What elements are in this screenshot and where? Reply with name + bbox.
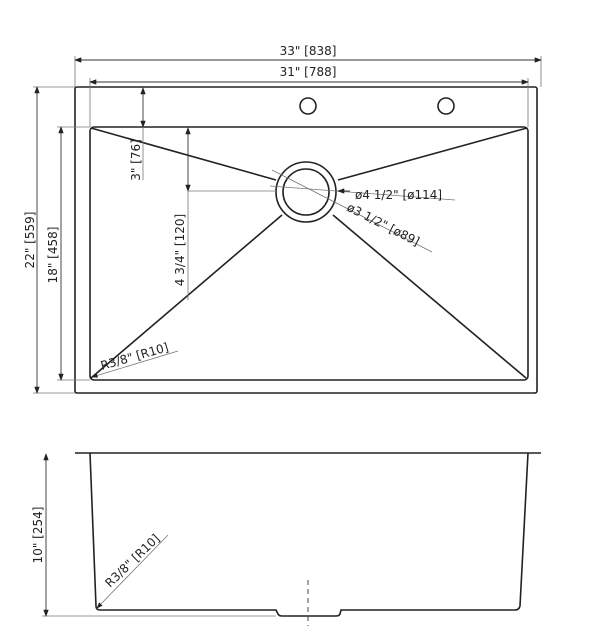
slope-line (337, 127, 528, 181)
leader-line (271, 169, 433, 253)
bowl-profile (89, 452, 529, 617)
overall-width-label: 33" [838] (280, 44, 337, 58)
overall-depth-label: 22" [559] (23, 212, 37, 269)
slope-line (90, 127, 277, 181)
faucet-hole-icon (437, 97, 455, 115)
top-view: 33" [838] 31" [788] 22" [559] 18" [458] … (23, 44, 542, 394)
slope-line (90, 214, 283, 379)
leader-line (91, 350, 179, 378)
leader-line (96, 534, 169, 609)
corner-radius-label: R3/8" [R10] (99, 340, 170, 373)
drain-outer-circle (275, 161, 337, 223)
basin-depth-label: 18" [458] (46, 227, 60, 284)
basin-width-label: 31" [788] (280, 65, 337, 79)
deck-width-label: 3" [76] (129, 139, 143, 181)
drain-offset-label: 4 3/4" [120] (173, 214, 187, 286)
leader-line (269, 185, 456, 201)
side-corner-radius-label: R3/8" [R10] (102, 531, 162, 590)
bowl-depth-label: 10" [254] (31, 507, 45, 564)
side-view: 10" [254] R3/8" [R10] (31, 452, 541, 626)
faucet-hole-icon (299, 97, 317, 115)
drain-inner-circle (282, 168, 330, 216)
drain-outer-diameter-label: ø4 1/2" [ø114] (355, 188, 442, 202)
slope-line (332, 214, 527, 379)
sink-outer-outline (74, 86, 538, 394)
basin-outline (89, 126, 529, 381)
drain-inner-diameter-label: ø3 1/2" [ø89] (345, 200, 422, 249)
